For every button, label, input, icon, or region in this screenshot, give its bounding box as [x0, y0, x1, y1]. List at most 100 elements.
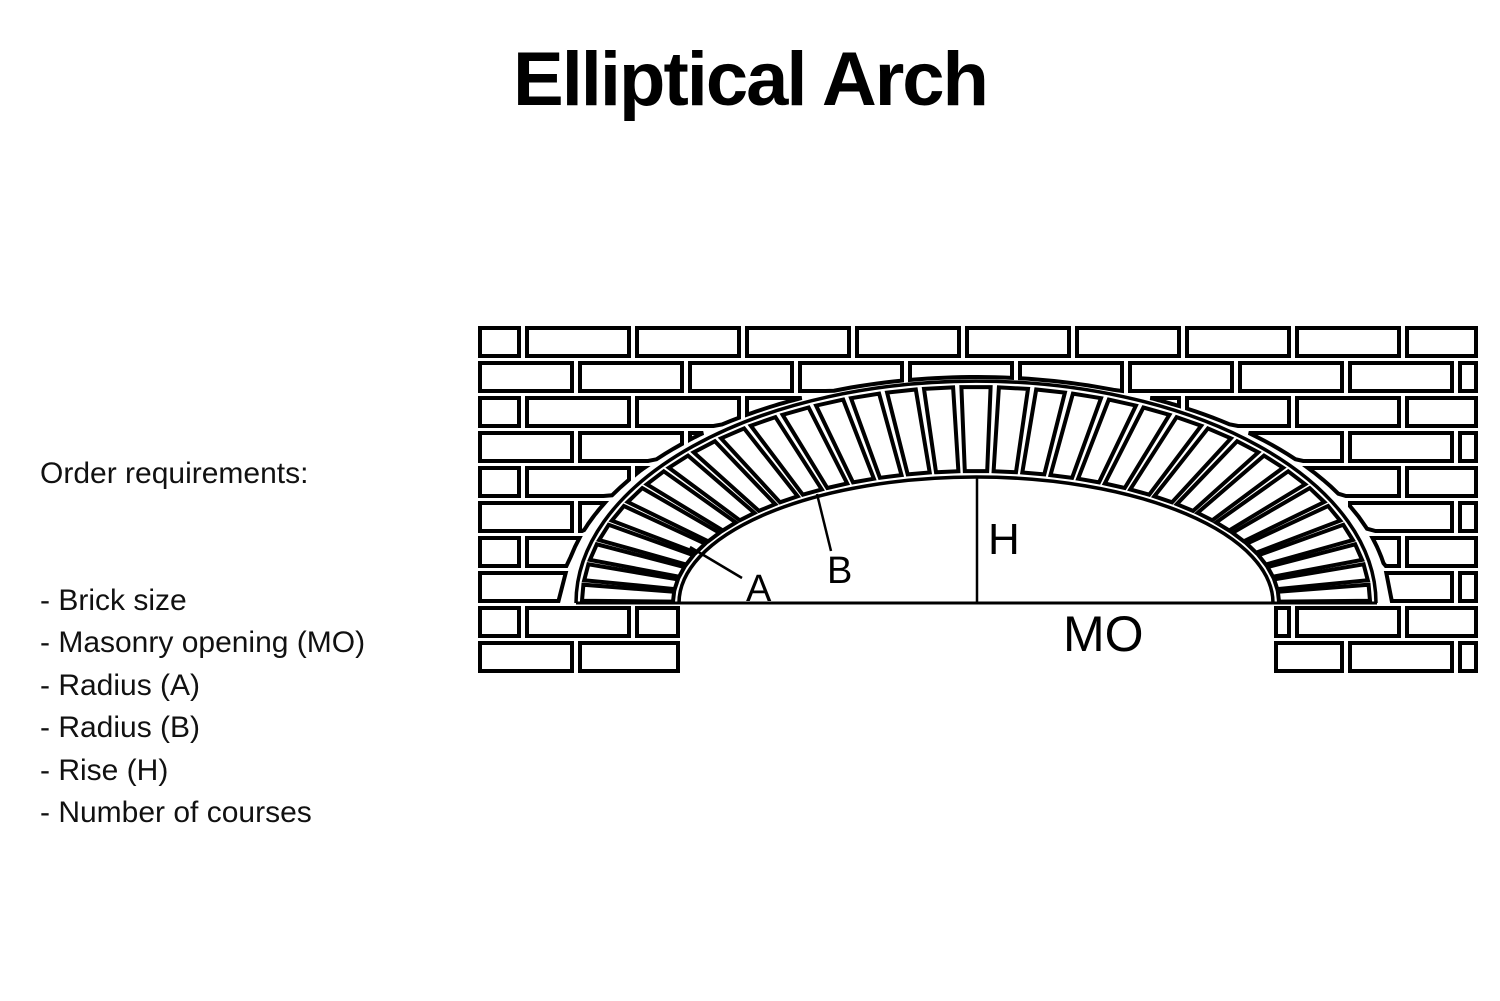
brick: [1405, 326, 1478, 358]
brick: [1405, 536, 1478, 568]
brick: [1274, 641, 1344, 673]
brick: [1369, 536, 1401, 568]
brick: [1247, 431, 1344, 463]
voussoir: [579, 582, 677, 604]
voussoir: [1243, 503, 1344, 556]
brick: [1458, 431, 1478, 463]
voussoir: [921, 385, 961, 475]
brick: [1458, 641, 1478, 673]
brick: [478, 361, 574, 393]
order-requirement-item: - Radius (B): [40, 711, 201, 745]
brick: [745, 326, 851, 358]
brick: [688, 361, 794, 393]
order-requirement-item: - Rise (H): [40, 753, 169, 787]
voussoir: [643, 468, 740, 533]
brick: [525, 606, 631, 638]
voussoir: [1212, 468, 1309, 533]
brick: [1295, 396, 1401, 428]
brick: [1018, 361, 1124, 394]
voussoir: [665, 453, 759, 523]
brick: [525, 536, 583, 568]
voussoir: [1275, 582, 1373, 604]
voussoir: [1101, 405, 1173, 491]
label-rise-h: H: [988, 515, 1020, 564]
brick: [1348, 641, 1454, 673]
brick: [1185, 396, 1291, 428]
brick: [478, 431, 574, 463]
brick: [478, 501, 574, 533]
brick: [855, 326, 961, 358]
voussoir: [581, 562, 681, 592]
voussoir: [848, 391, 905, 480]
voussoir: [1193, 453, 1287, 523]
brick: [1128, 361, 1234, 393]
voussoir: [1228, 485, 1328, 544]
brick: [1075, 326, 1181, 358]
brick: [1238, 361, 1344, 393]
label-masonry-opening: MO: [1063, 606, 1144, 662]
brick: [478, 641, 574, 673]
brick: [578, 501, 610, 533]
brick: [1383, 571, 1454, 603]
brick: [1295, 326, 1401, 358]
brick: [1348, 501, 1454, 533]
brick: [1405, 466, 1478, 498]
brick: [798, 361, 904, 393]
order-requirements-list: - Brick size - Masonry opening (MO) - Radi…: [40, 580, 365, 834]
brick: [635, 396, 741, 428]
label-radius-b: B: [827, 550, 852, 592]
brick: [635, 326, 741, 358]
voussoir: [690, 438, 779, 514]
voussoir: [779, 405, 851, 491]
brick: [525, 466, 631, 498]
brick: [1274, 606, 1291, 638]
voussoir: [1127, 414, 1205, 497]
voussoir: [1047, 391, 1104, 480]
brick: [478, 606, 521, 638]
brick: [1295, 606, 1401, 638]
order-requirements: Order requirements: - Brick size- Masonr…: [40, 368, 365, 919]
brick-wall: [478, 326, 1478, 673]
voussoir: [813, 397, 877, 485]
voussoir: [1150, 425, 1235, 505]
voussoir: [747, 414, 825, 497]
voussoir: [717, 425, 802, 505]
brick: [1458, 361, 1478, 393]
voussoir: [1019, 387, 1068, 477]
brick: [908, 361, 1014, 383]
voussoir: [991, 385, 1031, 475]
brick: [478, 536, 521, 568]
voussoir: [1075, 397, 1139, 485]
brick: [635, 606, 680, 638]
arch-extrados-arc: [574, 379, 1378, 604]
order-requirement-item: - Brick size: [40, 584, 187, 618]
brick: [1302, 466, 1401, 498]
brick: [688, 431, 705, 443]
page-title: Elliptical Arch: [513, 37, 989, 122]
brick: [478, 466, 521, 498]
voussoir: [624, 485, 724, 544]
brick: [525, 396, 631, 428]
voussoir: [1173, 438, 1262, 514]
brick: [578, 361, 684, 393]
brick: [1149, 396, 1181, 409]
voussoir: [587, 541, 688, 579]
brick: [478, 326, 521, 358]
brick: [1458, 501, 1478, 533]
brick: [1405, 396, 1478, 428]
order-requirement-item: - Masonry opening (MO): [40, 626, 366, 660]
brick: [745, 396, 803, 418]
voussoir: [595, 522, 697, 567]
label-radius-a: A: [746, 568, 772, 610]
brick: [1348, 431, 1454, 463]
brick: [478, 571, 569, 603]
brick: [1185, 326, 1291, 358]
voussoir: [1264, 541, 1365, 579]
voussoir: [959, 385, 993, 474]
voussoir: [1271, 562, 1371, 592]
brick: [578, 641, 680, 673]
voussoir: [884, 387, 933, 477]
brick: [635, 466, 651, 478]
